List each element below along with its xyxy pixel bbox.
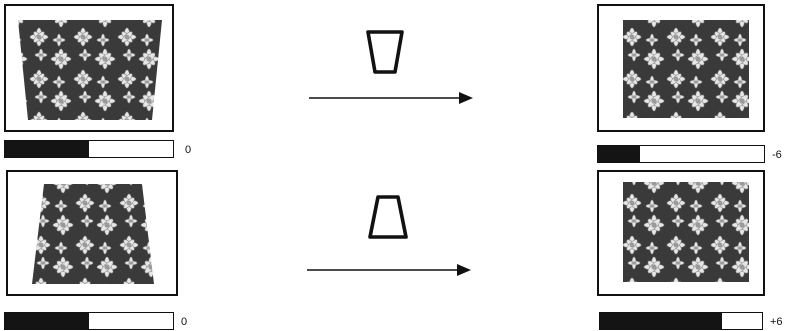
bar-value-before-1: 0 [185,144,192,156]
bar-fill [5,313,89,329]
bar-fill [5,141,89,157]
trapezoid-bottom-wide-icon [368,195,408,239]
bar-value-after-1: -6 [772,149,782,161]
daisy-photo-trapezoid-2 [32,184,154,284]
keystone-bar-before-2 [4,312,174,330]
keystone-bar-after-1 [597,145,765,163]
after-frame-2 [597,170,765,296]
before-frame-1 [4,4,174,132]
keystone-bar-before-1 [4,140,174,158]
daisy-photo-corrected-2 [623,182,749,282]
keystone-bar-after-2 [599,312,763,330]
bar-value-after-2: +6 [770,316,783,328]
after-frame-1 [597,4,765,132]
trapezoid-top-wide-icon [366,30,404,74]
daisy-photo-corrected-1 [623,20,749,118]
bar-fill [598,146,640,162]
daisy-photo-trapezoid-1 [18,20,162,120]
right-arrow-icon-1 [309,92,473,104]
right-arrow-icon-2 [307,264,471,276]
bar-fill [600,313,722,329]
bar-value-before-2: 0 [181,316,188,328]
before-frame-2 [6,170,178,296]
